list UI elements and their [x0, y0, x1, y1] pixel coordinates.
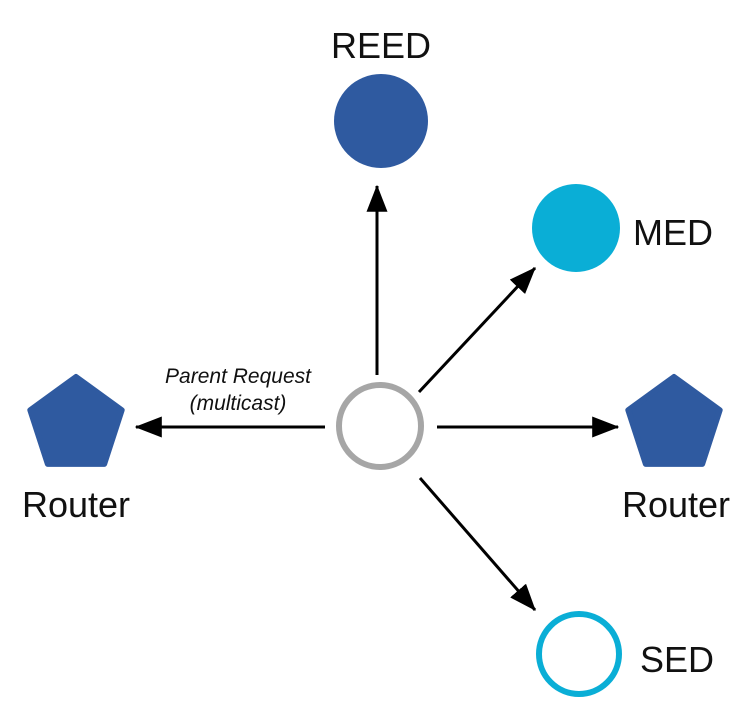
router-right-shape[interactable]: [625, 374, 723, 467]
edge-to-sed: [418, 477, 537, 611]
node-sed[interactable]: SED: [536, 611, 714, 697]
sed-label: SED: [640, 639, 714, 680]
reed-shape[interactable]: [334, 74, 428, 168]
router-left-label: Router: [22, 484, 130, 525]
reed-label: REED: [331, 25, 431, 66]
router-left-shape[interactable]: [27, 374, 125, 467]
med-shape[interactable]: [532, 184, 620, 272]
node-router-right[interactable]: Router: [622, 374, 730, 525]
node-center-device[interactable]: [336, 382, 424, 470]
center-device-shape[interactable]: [336, 382, 424, 470]
parent-request-label-line2: (multicast): [190, 392, 287, 415]
node-router-left[interactable]: Router: [22, 374, 130, 525]
node-reed[interactable]: REED: [331, 25, 431, 168]
router-right-label: Router: [622, 484, 730, 525]
labels-layer: Parent Request (multicast): [165, 365, 312, 415]
med-label: MED: [633, 212, 713, 253]
edges-layer: [134, 184, 620, 611]
edge-to-med: [417, 266, 537, 394]
parent-request-label-line1: Parent Request: [165, 365, 312, 388]
sed-shape[interactable]: [536, 611, 622, 697]
node-med[interactable]: MED: [532, 184, 713, 272]
